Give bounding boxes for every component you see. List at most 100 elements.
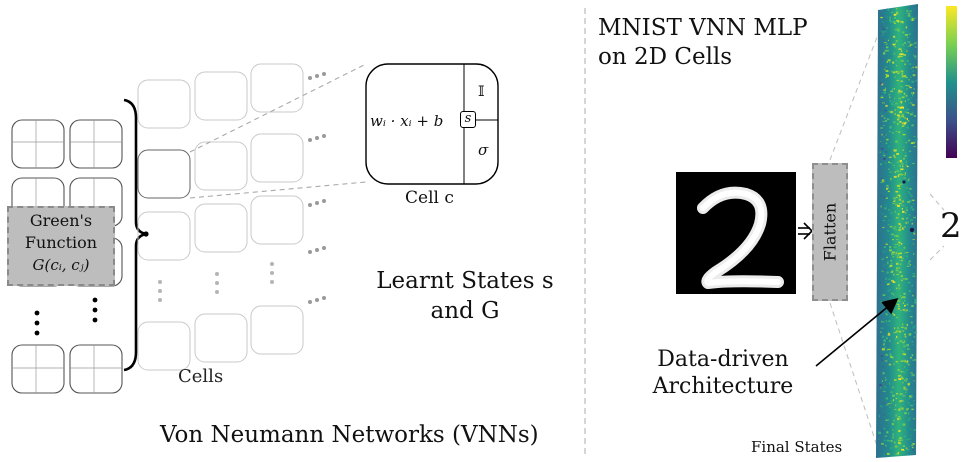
heatmap-speck <box>904 333 906 336</box>
heatmap-speck <box>890 259 893 262</box>
heatmap-speck <box>891 233 894 236</box>
heatmap-speck <box>894 42 897 45</box>
heatmap-speck <box>889 354 892 356</box>
strip-zoom-lines <box>829 23 945 456</box>
heatmap-speck <box>914 359 916 361</box>
heatmap-speck <box>887 39 889 41</box>
heatmap-speck <box>898 241 901 244</box>
heatmap-speck <box>912 324 915 326</box>
heatmap-speck <box>888 382 891 385</box>
heatmap-speck <box>905 142 908 144</box>
heatmap-speck <box>882 332 884 335</box>
heatmap-speck <box>882 402 884 404</box>
heatmap-speck <box>900 70 904 73</box>
heatmap-speck <box>905 209 909 212</box>
heatmap-speck <box>880 387 882 389</box>
heatmap-speck <box>891 86 894 88</box>
heatmap-speck <box>884 204 887 205</box>
heatmap-speck <box>883 339 886 342</box>
heatmap-speck <box>902 445 906 447</box>
heatmap-speck <box>914 17 917 19</box>
heatmap-speck <box>887 190 890 193</box>
heatmap-speck <box>914 46 917 48</box>
heatmap-speck <box>898 223 901 225</box>
heatmap-speck <box>897 452 899 455</box>
heatmap-speck <box>899 115 901 117</box>
heatmap-speck <box>893 246 897 248</box>
heatmap-speck <box>905 388 908 391</box>
heatmap-speck <box>904 34 906 36</box>
heatmap-speck <box>890 212 893 214</box>
heatmap-speck <box>893 293 895 296</box>
heatmap-speck <box>900 243 903 245</box>
heatmap-speck <box>897 300 901 302</box>
heatmap-speck <box>907 60 909 62</box>
heatmap-speck <box>888 175 890 177</box>
heatmap-speck <box>892 399 895 402</box>
final-states-label: Final States <box>751 438 843 456</box>
heatmap-speck <box>907 41 911 44</box>
heatmap-speck <box>880 205 882 208</box>
heatmap-speck <box>886 184 889 187</box>
heatmap-speck <box>904 296 906 299</box>
heatmap-speck <box>885 313 888 316</box>
heatmap-speck <box>911 114 915 116</box>
heatmap-speck <box>901 448 904 451</box>
heatmap-speck <box>882 227 885 228</box>
heatmap-speck <box>905 76 908 78</box>
heatmap-speck <box>906 252 909 253</box>
heatmap-speck <box>881 348 885 351</box>
heatmap-speck <box>909 119 911 121</box>
heatmap-speck <box>892 239 894 241</box>
heatmap-speck <box>896 65 898 67</box>
heatmap-speck <box>880 163 882 166</box>
heatmap-speck <box>889 297 891 299</box>
heatmap-speck <box>897 123 899 125</box>
heatmap-speck <box>888 171 892 173</box>
heatmap-speck <box>898 116 901 119</box>
heatmap-speck <box>887 289 889 292</box>
heatmap-speck <box>889 310 891 311</box>
heatmap-speck <box>881 44 884 46</box>
heatmap-speck <box>900 263 902 265</box>
heatmap-speck <box>885 397 888 400</box>
heatmap-speck <box>885 243 888 246</box>
heatmap-speck <box>898 71 900 73</box>
heatmap-speck <box>908 220 909 223</box>
heatmap-speck <box>896 256 899 258</box>
heatmap-speck <box>903 293 905 295</box>
heatmap-speck <box>882 250 884 253</box>
heatmap-speck <box>889 131 891 133</box>
heatmap-speck <box>889 162 893 164</box>
heatmap-speck <box>909 417 911 419</box>
heatmap-speck <box>895 404 897 406</box>
heatmap-speck <box>898 244 901 246</box>
heatmap-speck <box>886 60 888 63</box>
heatmap-speck <box>904 34 908 36</box>
heatmap-speck <box>910 442 913 444</box>
heatmap-speck <box>897 72 900 74</box>
heatmap-speck <box>910 384 913 386</box>
heatmap-speck <box>907 201 911 203</box>
heatmap-speck <box>901 113 904 116</box>
heatmap-speck <box>885 142 888 144</box>
heatmap-speck <box>911 92 913 95</box>
heatmap-speck <box>913 119 915 122</box>
heatmap-speck <box>901 279 903 282</box>
heatmap-speck <box>884 281 888 283</box>
heatmap-speck <box>899 400 903 402</box>
heatmap-speck <box>912 243 915 245</box>
heatmap-speck <box>899 443 902 445</box>
heatmap-speck <box>890 356 893 358</box>
heatmap-speck <box>878 431 881 434</box>
heatmap-speck <box>909 438 911 440</box>
heatmap-speck <box>897 205 900 207</box>
heatmap-speck <box>884 360 888 362</box>
heatmap-speck <box>881 133 883 136</box>
heatmap-speck <box>906 50 908 52</box>
heatmap-speck <box>887 32 890 34</box>
heatmap-speck <box>902 53 904 55</box>
heatmap-speck <box>881 15 884 17</box>
flatten-box: Flatten <box>812 163 848 301</box>
heatmap-speck <box>906 362 909 364</box>
